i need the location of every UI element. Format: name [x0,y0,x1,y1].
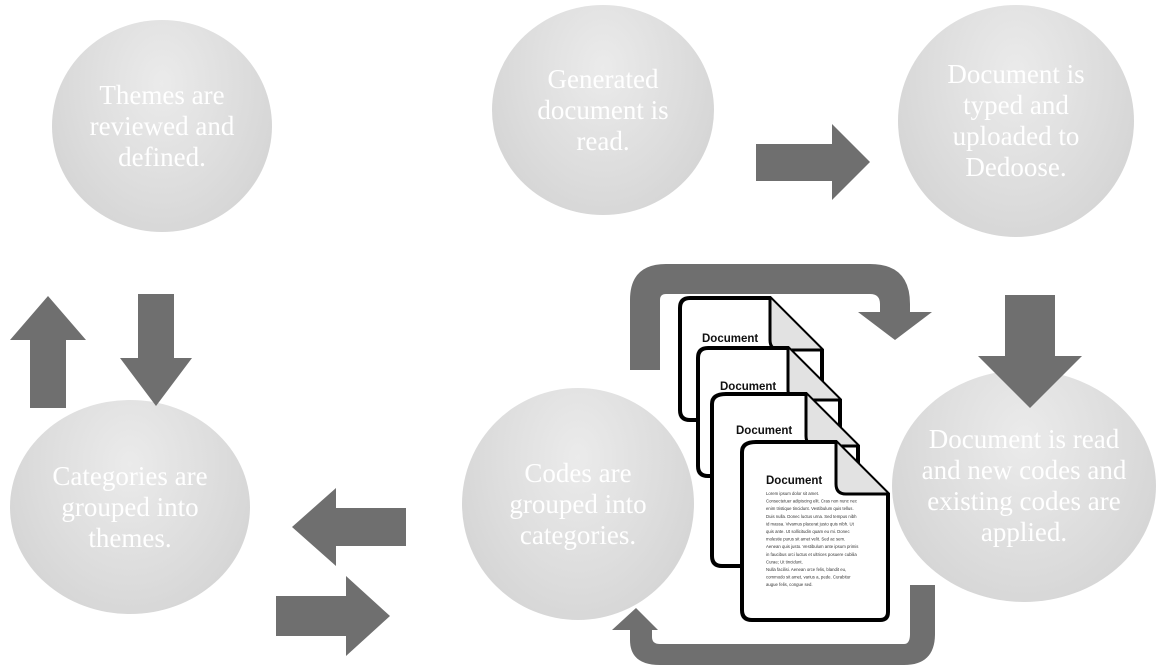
document-body-line: Aenean quis justo. Vestibulum ante ipsum… [766,544,858,549]
arrow-down-typed-to-codes [978,295,1082,408]
arrow-down-themes-to-categories [120,294,192,406]
document-body-line: id massa. Vivamus placerat justo quis ni… [766,521,855,526]
document-body-line: enim tristique tincidunt. Vestibulum qui… [766,506,854,511]
node-themes-defined: Themes are reviewed and defined. [52,20,272,232]
arrow-up-categories-to-themes [10,296,86,408]
document-body-line: Lorem ipsum dolor sit amet. [766,491,819,496]
document-stack: Document Document Document Document Lore… [678,296,890,622]
document-body-line: in faucibus orci luctus et ultrices posu… [766,552,857,557]
document-title-4: Document [766,475,822,487]
node-categories-grouped-themes: Categories are grouped into themes. [10,400,250,614]
node-document-typed-uploaded: Document is typed and uploaded to Dedoos… [898,5,1134,237]
node-document-read-codes-applied: Document is read and new codes and exist… [892,370,1156,602]
document-body-line: quis ante. Ut sollicitudin quam eu mi. D… [766,529,850,534]
document-body-line: Curae; Ut tincidunt. [766,559,803,564]
document-body-line: commodo sit amet, varius a, pede. Curabi… [766,575,851,580]
node-document-typed-uploaded-label: Document is typed and uploaded to Dedoos… [947,59,1085,182]
document-body-line: Duis nulla. Donec luctus urna. Sed tempu… [766,514,857,519]
document-body-line: augue felis, congue sed. [766,582,813,587]
node-generated-document-read: Generated document is read. [492,5,714,215]
node-document-read-codes-applied-label: Document is read and new codes and exist… [921,424,1127,547]
document-body-text: Lorem ipsum dolor sit amet. Consectetuer … [766,491,858,587]
node-themes-defined-label: Themes are reviewed and defined. [89,79,235,172]
arrow-right-categories-to-codes [276,576,390,656]
cycle-loop-bottom [612,585,935,665]
document-title-2: Document [720,381,776,393]
cycle-loop-top [630,264,932,370]
document-title-1: Document [702,333,758,345]
document-body-line: molestie purus sit amet velit. Sed ac se… [766,537,845,542]
document-body-line: Nulla facilisi. Aenean orce felis, bland… [766,567,846,572]
arrow-left-codes-to-categories [292,488,406,566]
node-generated-document-read-label: Generated document is read. [537,63,669,156]
node-categories-grouped-themes-label: Categories are grouped into themes. [52,460,208,553]
document-title-3: Document [736,425,792,437]
node-codes-grouped-categories-label: Codes are grouped into categories. [509,457,647,550]
node-codes-grouped-categories: Codes are grouped into categories. [462,388,694,620]
document-icon-4: Document Lorem ipsum dolor sit amet. Cons… [740,440,890,622]
document-body-line: Consectetuer adipiscing elit. Cras non n… [766,499,858,504]
arrow-right-read-to-typed [756,124,870,200]
